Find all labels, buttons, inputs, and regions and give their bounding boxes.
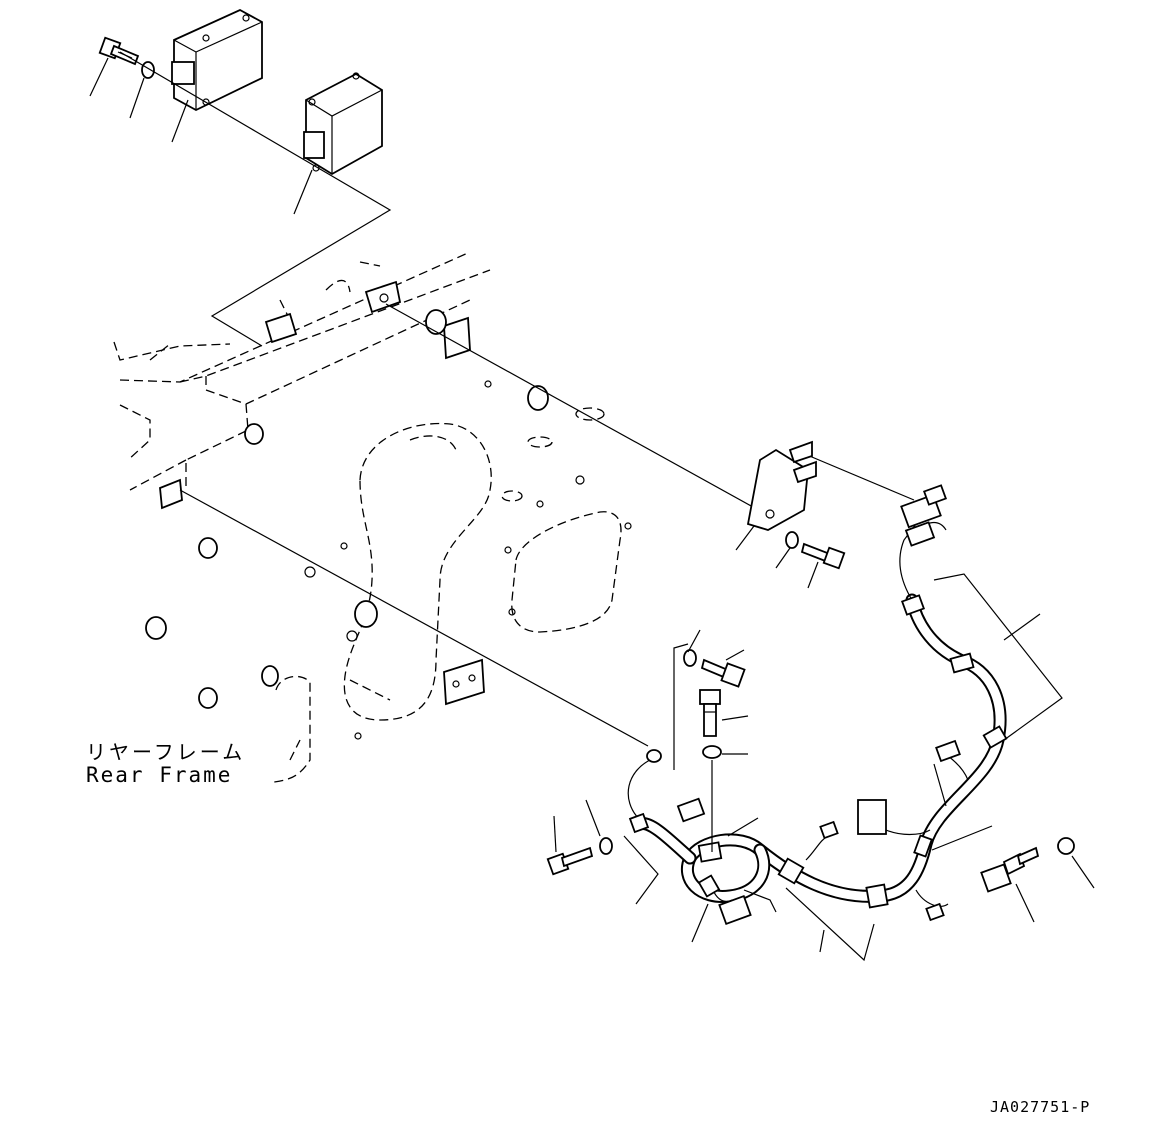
rear-frame	[113, 251, 622, 783]
controller-unit-upper	[171, 8, 263, 112]
washer-vertical	[702, 745, 722, 759]
controller-unit-lower	[303, 72, 383, 176]
frame-mounts	[145, 280, 632, 740]
bolt-harness-upper	[700, 658, 746, 688]
washer-lower-left	[599, 837, 613, 855]
bolt-vertical	[699, 689, 721, 737]
drawing-code: JA027751-P	[990, 1098, 1091, 1116]
bolt-top-left	[98, 36, 140, 66]
washer-harness-upper	[683, 649, 697, 667]
sensor-right	[980, 846, 1040, 893]
rear-frame-label-jp: リヤーフレーム	[86, 740, 246, 764]
bolt-bracket	[800, 542, 846, 570]
rear-frame-label-en: Rear Frame	[86, 763, 233, 787]
bolt-lower-left	[546, 846, 594, 876]
bracket-right	[746, 440, 817, 531]
o-ring	[1057, 837, 1075, 855]
wiring-harness	[627, 484, 1008, 925]
washer-bracket	[785, 531, 799, 549]
washer-top-left	[141, 61, 155, 79]
